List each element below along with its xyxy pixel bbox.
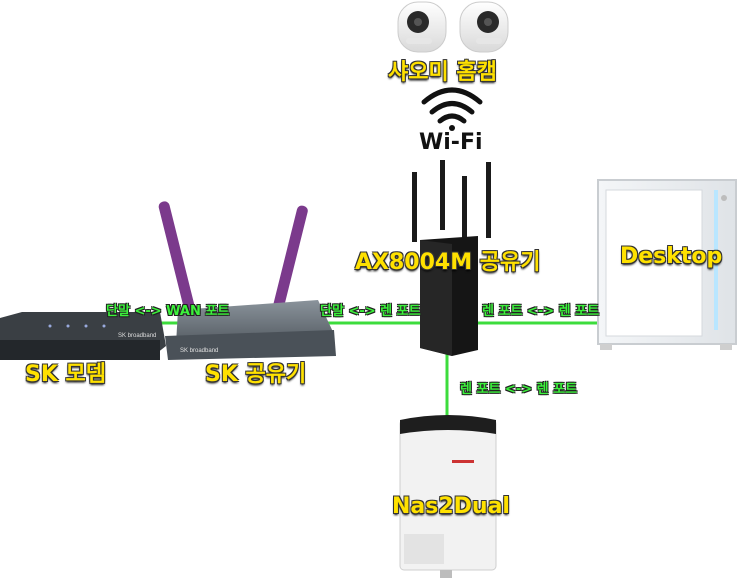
modem-label: SK 모뎀 — [25, 362, 107, 387]
sk-router-icon — [158, 201, 336, 360]
link-label-ax-nas: 렌 포트 <-> 렌 포트 — [460, 382, 578, 397]
ax-router-label: AX8004M 공유기 — [355, 250, 541, 275]
link-label-modem-sk: 단말 <-> WAN 포트 — [106, 304, 230, 319]
ax-router-icon — [412, 160, 491, 356]
modem-brand: SK broadband — [118, 333, 156, 339]
wifi-label: Wi-Fi — [419, 130, 483, 155]
sk-router-label: SK 공유기 — [205, 362, 307, 387]
desktop-label: Desktop — [620, 244, 723, 269]
camera-label: 샤오미 홈캠 — [388, 60, 497, 85]
link-label-ax-desktop: 렌 포트 <-> 렌 포트 — [482, 304, 600, 319]
camera-icon — [459, 1, 509, 53]
desktop-icon — [597, 179, 737, 350]
nas-label: Nas2Dual — [392, 494, 510, 519]
nas-icon — [399, 415, 497, 578]
camera-icon — [397, 1, 447, 53]
modem-icon — [0, 312, 166, 360]
sk-router-brand: SK broadband — [180, 348, 218, 354]
wifi-icon — [421, 87, 483, 131]
link-label-sk-ax: 단말 <-> 렌 포트 — [320, 304, 421, 319]
